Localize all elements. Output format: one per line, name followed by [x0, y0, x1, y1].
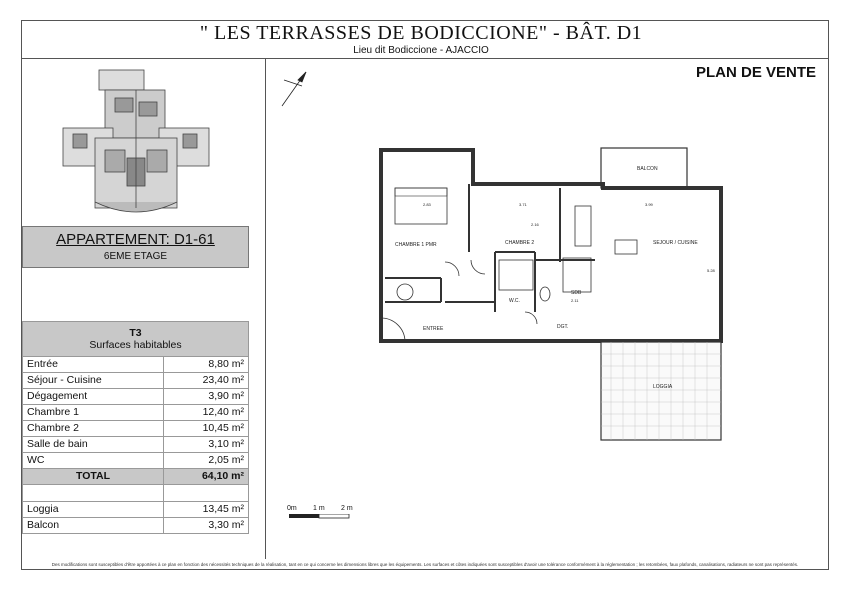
page-frame [21, 20, 829, 570]
apartment-box: APPARTEMENT: D1-61 6EME ETAGE [22, 226, 249, 268]
room-chambre1: CHAMBRE 1 PMR [395, 242, 437, 248]
room-balcon: BALCON [637, 166, 658, 172]
row-value: 13,45 m² [163, 501, 249, 518]
spacer-row [22, 484, 249, 502]
row-label: Balcon [22, 517, 164, 534]
row-value: 10,45 m² [163, 420, 249, 437]
room-sejour: SEJOUR / CUISINE [653, 240, 698, 246]
scale-label: 0m [287, 505, 297, 512]
row-label: Entrée [22, 356, 164, 373]
dimension-label: 3.99 [645, 202, 654, 207]
north-arrow-icon [281, 71, 307, 107]
row-label: Chambre 2 [22, 420, 164, 437]
project-location: Lieu dit Bodiccione - AJACCIO [353, 45, 489, 56]
dimension-label: 2.11 [571, 298, 579, 303]
row-label: Chambre 1 [22, 404, 164, 421]
legal-footer: Des modifications sont susceptibles d'êt… [51, 562, 799, 567]
room-entree: ENTREE [423, 326, 444, 332]
total-value: 64,10 m² [163, 468, 249, 485]
row-label: Loggia [22, 501, 164, 518]
row-label: Dégagement [22, 388, 164, 405]
plan-label: PLAN DE VENTE [695, 64, 816, 81]
room-sdb: SDB [571, 290, 582, 296]
row-label: Salle de bain [22, 436, 164, 453]
apartment-floor: 6EME ETAGE [103, 251, 168, 262]
dimension-label: 5.28 [707, 268, 716, 273]
room-wc: W.C. [509, 298, 520, 304]
header-divider [21, 58, 829, 59]
scale-label: 2 m [341, 505, 353, 512]
room-loggia: LOGGIA [653, 384, 673, 390]
row-value: 8,80 m² [163, 356, 249, 373]
apartment-title: APPARTEMENT: D1-61 [56, 231, 215, 248]
apartment-type: T3 [129, 327, 142, 339]
scale-label: 1 m [313, 505, 325, 512]
building-key-plan [62, 69, 210, 213]
row-value: 2,05 m² [163, 452, 249, 469]
floor-plan: CHAMBRE 1 PMR CHAMBRE 2 SEJOUR / CUISINE… [379, 147, 723, 441]
row-label: Séjour - Cuisine [22, 372, 164, 389]
row-value: 3,30 m² [163, 517, 249, 534]
dimension-label: 2.83 [423, 202, 432, 207]
scale-graphic [289, 514, 350, 519]
row-value: 3,90 m² [163, 388, 249, 405]
dimension-label: 3.71 [519, 202, 528, 207]
total-label: TOTAL [22, 468, 164, 485]
project-title: " LES TERRASSES DE BODICCIONE" - BÂT. D1 [199, 22, 643, 44]
row-value: 12,40 m² [163, 404, 249, 421]
surfaces-caption: Surfaces habitables [89, 339, 182, 351]
dimension-label: 2.16 [531, 222, 540, 227]
column-divider [265, 58, 266, 559]
row-label: WC [22, 452, 164, 469]
row-value: 3,10 m² [163, 436, 249, 453]
row-value: 23,40 m² [163, 372, 249, 389]
room-dgt: DGT. [557, 324, 568, 330]
room-chambre2: CHAMBRE 2 [505, 240, 534, 246]
table-header: T3 Surfaces habitables [22, 321, 249, 357]
